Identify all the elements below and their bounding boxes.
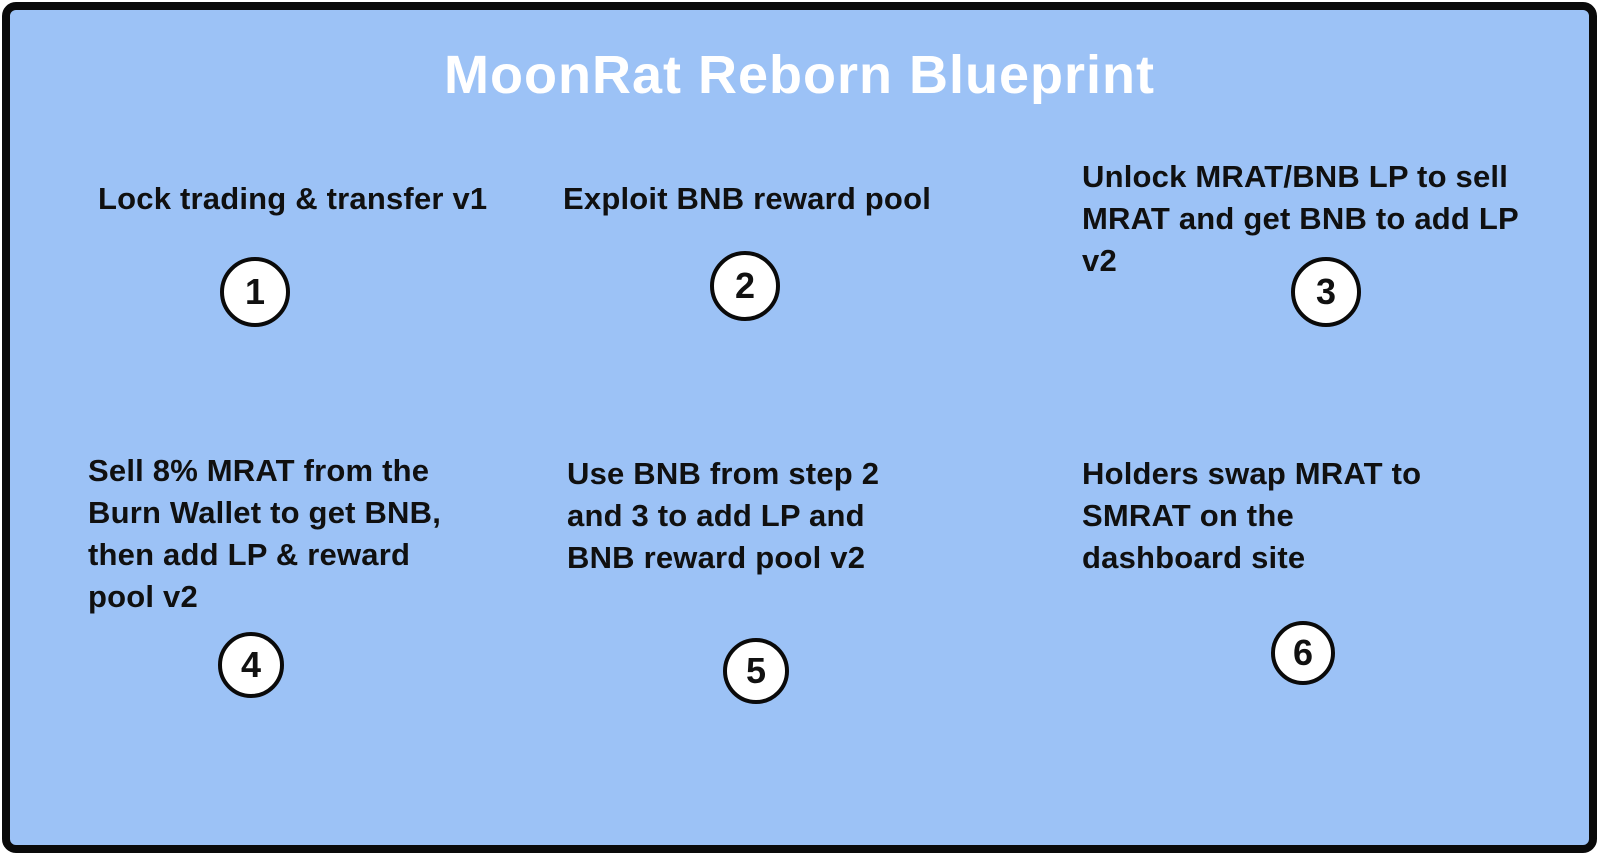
step-1-number: 1 [244, 271, 266, 312]
step-3-text: Unlock MRAT/BNB LP to sell MRAT and get … [1082, 159, 1519, 278]
step-4-number-badge: 4 [218, 632, 284, 698]
step-6-number-badge: 6 [1271, 621, 1335, 685]
step-4-text: Sell 8% MRAT from the Burn Wallet to get… [88, 453, 442, 614]
step-4-number: 4 [240, 644, 262, 685]
step-5-text: Use BNB from step 2 and 3 to add LP and … [567, 456, 880, 575]
step-5-number-badge: 5 [723, 638, 789, 704]
step-6-number: 6 [1292, 632, 1314, 673]
step-5-number: 5 [745, 650, 767, 691]
step-1-text: Lock trading & transfer v1 [98, 181, 488, 216]
step-2-number-badge: 2 [710, 251, 780, 321]
page-title: MoonRat Reborn Blueprint [444, 45, 1155, 105]
step-2-number: 2 [734, 265, 756, 306]
step-3-number-badge: 3 [1291, 257, 1361, 327]
step-2-text: Exploit BNB reward pool [563, 181, 932, 216]
step-1-number-badge: 1 [220, 257, 290, 327]
step-6-text: Holders swap MRAT to SMRAT on the dashbo… [1082, 456, 1422, 575]
step-3-number: 3 [1315, 271, 1337, 312]
